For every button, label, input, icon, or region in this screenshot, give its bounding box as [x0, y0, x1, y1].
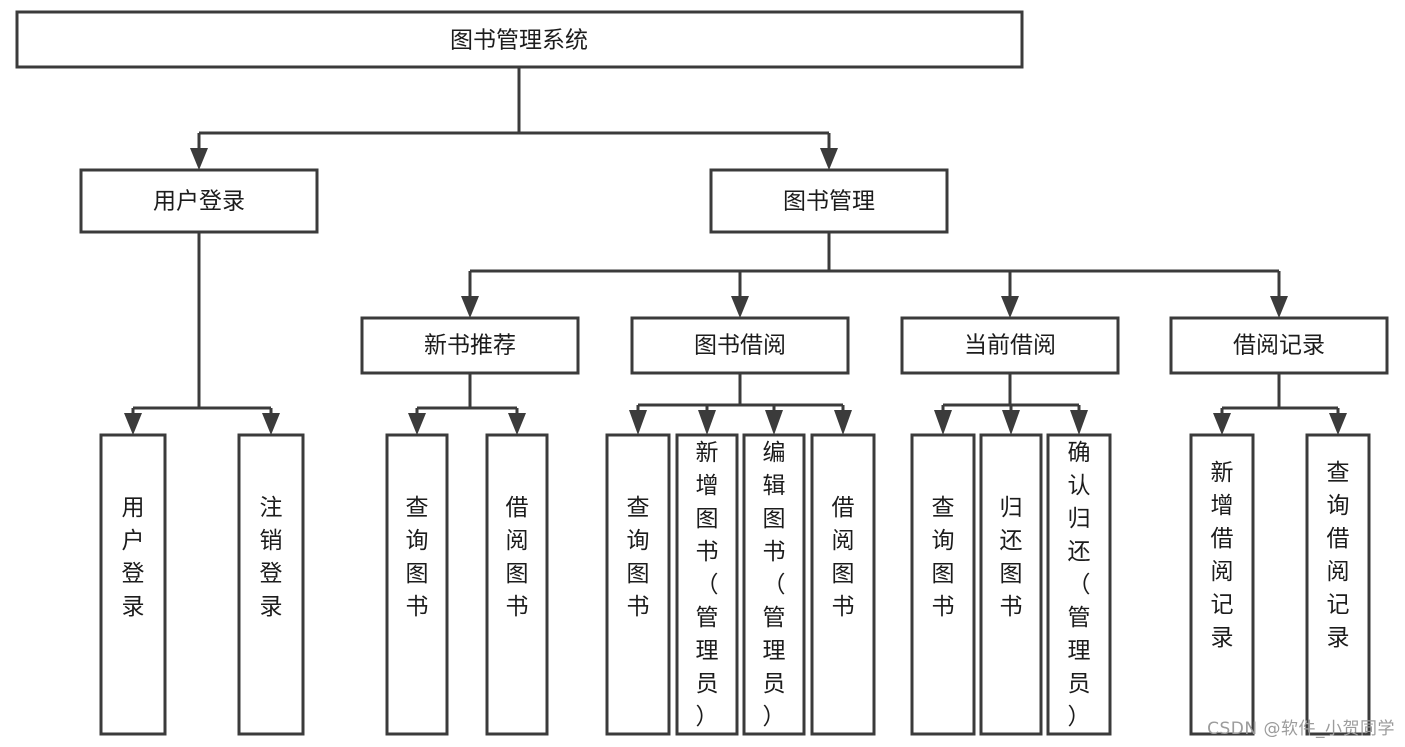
- connector-borrowrecord-to-leaves: [1213, 373, 1347, 435]
- node-box[interactable]: [630, 316, 850, 375]
- node-label: 注销登录: [260, 495, 283, 620]
- node-box[interactable]: [237, 433, 305, 736]
- connector-bookmanage-to-level3: [461, 232, 1288, 318]
- csdn-watermark: CSDN @软件_小贺同学: [1207, 719, 1395, 739]
- node-label: 查询借阅记录: [1327, 460, 1350, 651]
- node-label: 新增借阅记录: [1211, 460, 1234, 651]
- node-label: 新增图书（管理员）: [696, 440, 719, 730]
- arrow-head-icon: [765, 410, 783, 435]
- arrow-head-icon: [1070, 410, 1088, 435]
- arrow-head-icon: [1329, 413, 1347, 435]
- arrow-head-icon: [1001, 296, 1019, 318]
- node-label: 确认归还（管理员）: [1068, 440, 1091, 730]
- node-box[interactable]: [1169, 316, 1389, 375]
- arrow-head-icon: [820, 148, 838, 170]
- node-label: 图书管理: [783, 189, 875, 215]
- connector-bookborrow-to-leaves: [629, 373, 852, 435]
- node-box[interactable]: [810, 433, 876, 736]
- node-borrow-record[interactable]: 借阅记录: [1169, 316, 1389, 375]
- node-label: 查询图书: [406, 495, 429, 620]
- node-label: 图书借阅: [694, 333, 786, 359]
- arrow-head-icon: [1213, 413, 1231, 435]
- node-box[interactable]: [99, 433, 167, 736]
- node-label: 借阅图书: [506, 495, 529, 620]
- node-label: 新书推荐: [424, 333, 516, 359]
- node-label: 归还图书: [1000, 495, 1023, 620]
- node-box[interactable]: [900, 316, 1120, 375]
- node-label: 借阅图书: [832, 495, 855, 620]
- node-box[interactable]: [979, 433, 1043, 736]
- node-label: 用户登录: [122, 495, 145, 620]
- leaf-query-book-1[interactable]: 查询图书: [385, 433, 449, 736]
- leaf-borrow-book-2[interactable]: 借阅图书: [810, 433, 876, 736]
- node-user-login[interactable]: 用户登录: [79, 168, 319, 234]
- node-label: 查询图书: [627, 495, 650, 620]
- arrow-head-icon: [934, 410, 952, 435]
- arrow-head-icon: [508, 413, 526, 435]
- node-box[interactable]: [910, 433, 976, 736]
- node-box[interactable]: [360, 316, 580, 375]
- arrow-head-icon: [408, 413, 426, 435]
- node-box[interactable]: [79, 168, 319, 234]
- node-box[interactable]: [485, 433, 549, 736]
- leaf-return-book[interactable]: 归还图书: [979, 433, 1043, 736]
- node-new-book-rec[interactable]: 新书推荐: [360, 316, 580, 375]
- arrow-head-icon: [262, 413, 280, 435]
- node-box[interactable]: [709, 168, 949, 234]
- leaf-add-book[interactable]: 新增图书（管理员）: [675, 433, 739, 736]
- node-label: 当前借阅: [964, 333, 1056, 359]
- node-book-manage[interactable]: 图书管理: [709, 168, 949, 234]
- node-label: 查询图书: [932, 495, 955, 620]
- node-label: 用户登录: [153, 189, 245, 215]
- connector-root-to-level2: [190, 67, 838, 170]
- node-label: 编辑图书（管理员）: [763, 440, 786, 730]
- leaf-borrow-book-1[interactable]: 借阅图书: [485, 433, 549, 736]
- arrow-head-icon: [1270, 296, 1288, 318]
- leaf-query-record[interactable]: 查询借阅记录: [1305, 433, 1371, 736]
- node-current-borrow[interactable]: 当前借阅: [900, 316, 1120, 375]
- arrow-head-icon: [629, 410, 647, 435]
- leaf-query-book-3[interactable]: 查询图书: [910, 433, 976, 736]
- node-box[interactable]: [1046, 433, 1112, 736]
- leaf-add-record[interactable]: 新增借阅记录: [1189, 433, 1255, 736]
- arrow-head-icon: [124, 413, 142, 435]
- node-box[interactable]: [1189, 433, 1255, 736]
- node-box[interactable]: [15, 10, 1024, 69]
- leaf-confirm-return[interactable]: 确认归还（管理员）: [1046, 433, 1112, 736]
- node-book-borrow[interactable]: 图书借阅: [630, 316, 850, 375]
- connector-currentborrow-to-leaves: [934, 373, 1088, 435]
- arrow-head-icon: [190, 148, 208, 170]
- leaf-query-book-2[interactable]: 查询图书: [605, 433, 671, 736]
- node-box[interactable]: [605, 433, 671, 736]
- arrow-head-icon: [1002, 410, 1020, 435]
- leaf-user-logout[interactable]: 注销登录: [237, 433, 305, 736]
- node-box[interactable]: [1305, 433, 1371, 736]
- node-root[interactable]: 图书管理系统: [15, 10, 1024, 69]
- node-label: 借阅记录: [1233, 333, 1325, 359]
- leaf-edit-book[interactable]: 编辑图书（管理员）: [742, 433, 806, 736]
- arrow-head-icon: [698, 410, 716, 435]
- node-box[interactable]: [742, 433, 806, 736]
- arrow-head-icon: [461, 296, 479, 318]
- node-box[interactable]: [675, 433, 739, 736]
- connector-userlogin-to-leaves: [124, 232, 280, 435]
- arrow-head-icon: [834, 410, 852, 435]
- node-box[interactable]: [385, 433, 449, 736]
- node-label: 图书管理系统: [450, 28, 588, 54]
- arrow-head-icon: [731, 296, 749, 318]
- connector-newbookrec-to-leaves: [408, 373, 526, 435]
- leaf-user-login[interactable]: 用户登录: [99, 433, 167, 736]
